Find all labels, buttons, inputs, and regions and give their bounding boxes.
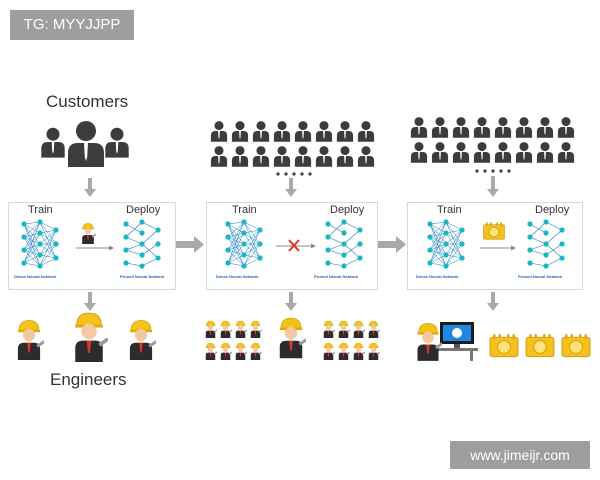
- person-row: [210, 121, 375, 142]
- dense-network: [426, 218, 466, 270]
- train-label-3: Train: [437, 204, 462, 216]
- person-row: [210, 146, 375, 167]
- net-caption-dense-1: Dense Neural Network: [14, 274, 57, 279]
- dense-network: [224, 218, 264, 270]
- chip-icon: [525, 334, 555, 358]
- person-row: [410, 117, 575, 138]
- train-label-1: Train: [28, 204, 53, 216]
- engineer-icon: [279, 317, 306, 359]
- train-label-2: Train: [232, 204, 257, 216]
- crowd-group-3: [410, 117, 575, 173]
- dense-network: [20, 218, 60, 270]
- cross-icon: [288, 239, 300, 252]
- arrow-icon: [285, 292, 297, 311]
- deploy-label-2: Deploy: [330, 204, 365, 216]
- pruned-network: [324, 218, 364, 270]
- arrow-icon: [84, 178, 96, 197]
- person-icon: [41, 127, 65, 158]
- deploy-label-3: Deploy: [535, 204, 570, 216]
- arrow-icon: [176, 236, 204, 253]
- net-caption-dense-2: Dense Neural Network: [216, 274, 259, 279]
- pruned-network: [122, 218, 162, 270]
- panel-1: [8, 202, 176, 290]
- watermark-tag: TG: MYYJJPP: [10, 10, 134, 40]
- computer-icon: [436, 322, 478, 361]
- customers-heading: Customers: [46, 92, 129, 111]
- pruned-network: [526, 218, 566, 270]
- chip-icon: [489, 334, 519, 358]
- net-caption-pruned-2: Pruned Neural Network: [314, 274, 359, 279]
- engineer-icon: [17, 319, 44, 360]
- watermark-url: www.jimeijr.com: [450, 441, 590, 469]
- chip-icon: [483, 222, 505, 240]
- person-row: [410, 142, 575, 163]
- arrow-icon: [480, 245, 516, 251]
- engineer-icon: [81, 222, 96, 244]
- net-caption-dense-3: Dense Neural Network: [416, 274, 459, 279]
- net-caption-pruned-1: Pruned Neural Network: [120, 274, 165, 279]
- arrow-icon: [378, 236, 406, 253]
- net-caption-pruned-3: Pruned Neural Network: [518, 274, 563, 279]
- arrow-icon: [285, 178, 297, 197]
- engineer-icon: [129, 319, 156, 360]
- arrow-icon: [487, 292, 499, 311]
- arrow-icon: [76, 245, 114, 251]
- person-icon: [105, 127, 129, 158]
- engineer-icon: [416, 322, 442, 362]
- person-icon: [68, 121, 104, 167]
- engineers-heading: Engineers: [50, 370, 127, 389]
- arrow-icon: [487, 176, 499, 197]
- engineer-icon: [74, 312, 108, 362]
- arrow-icon: [84, 292, 96, 311]
- deploy-label-1: Deploy: [126, 204, 161, 216]
- chip-icon: [561, 334, 591, 358]
- panel-3: [407, 202, 583, 290]
- customers-group: [41, 121, 129, 167]
- crowd-group-2: [210, 121, 375, 176]
